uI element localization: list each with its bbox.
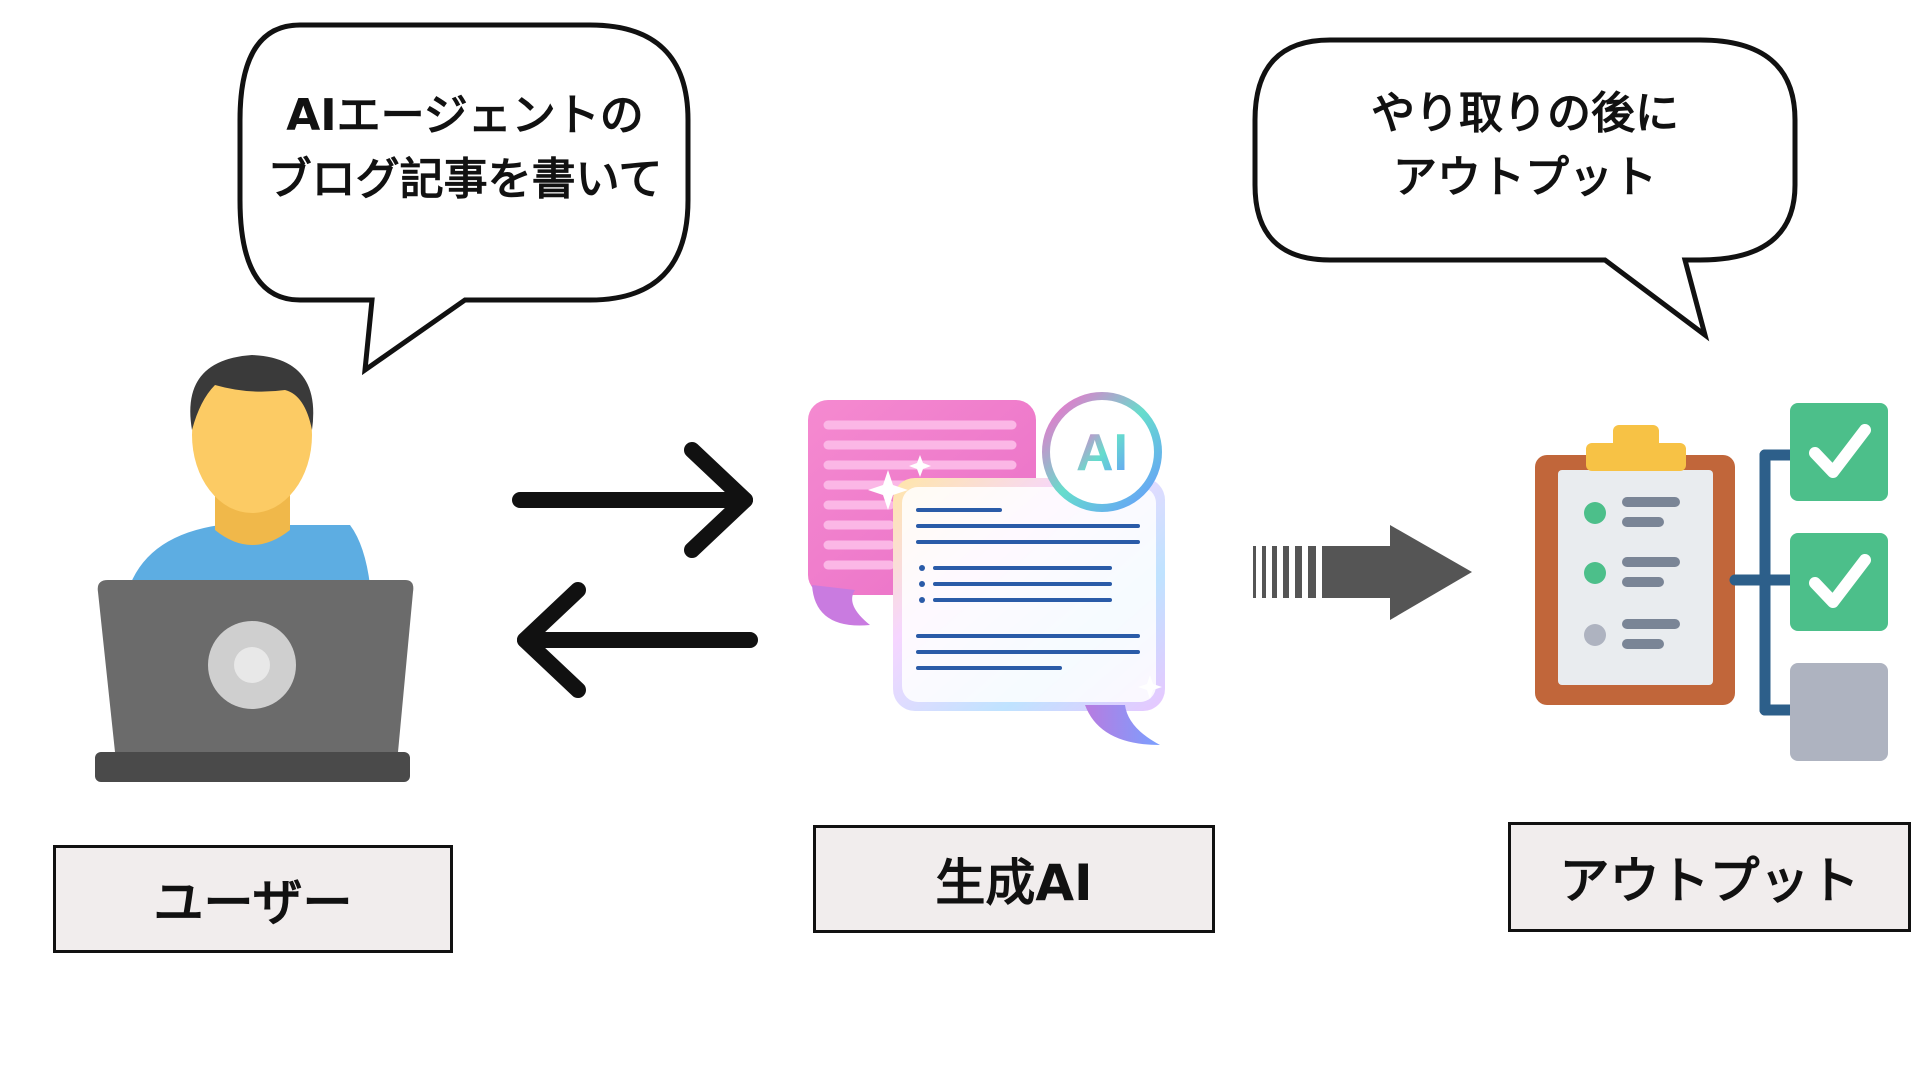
output-bubble-text: やり取りの後に アウトプット	[1265, 82, 1785, 210]
user-bubble-line-1: AIエージェントの	[286, 90, 644, 141]
user-label: ユーザー	[53, 845, 453, 953]
generative-ai-label: 生成AI	[813, 825, 1215, 933]
user-bubble-text: AIエージェントの ブログ記事を書いて	[250, 84, 680, 212]
output-bubble-line-1: やり取りの後に	[1371, 88, 1679, 139]
ai-badge-text: AI	[1076, 424, 1128, 482]
user-bubble-line-2: ブログ記事を書いて	[267, 154, 663, 205]
output-bubble-line-2: アウトプット	[1393, 152, 1657, 203]
output-label: アウトプット	[1508, 822, 1911, 932]
